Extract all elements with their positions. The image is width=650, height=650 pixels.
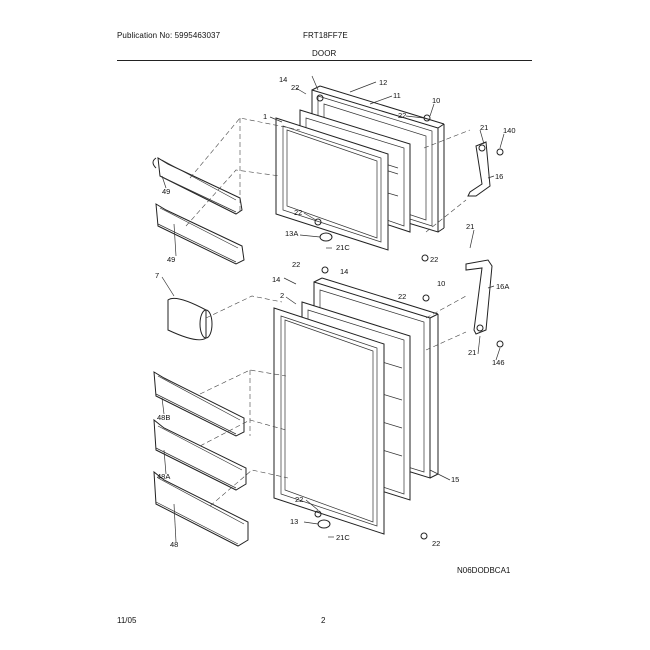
callout-48: 48	[170, 540, 178, 549]
callout-13: 13	[290, 517, 298, 526]
callout-22-mid-left: 22	[294, 208, 302, 217]
hinge-16a	[465, 259, 493, 335]
callout-146: 146	[492, 358, 505, 367]
callout-16: 16	[495, 172, 503, 181]
callout-22-lower-right: 22	[398, 292, 406, 301]
assembly-dash-lines	[185, 117, 471, 507]
header-rule	[117, 60, 532, 61]
callout-22-top: 22	[291, 83, 299, 92]
callout-13a: 13A	[285, 229, 298, 238]
page-number: 2	[321, 616, 326, 625]
callout-15: 15	[451, 475, 459, 484]
callout-48a: 48A	[157, 472, 170, 481]
callout-22-upper-right: 22	[398, 111, 406, 120]
callout-21-mid: 21	[466, 222, 474, 231]
callout-21-lower: 21	[468, 348, 476, 357]
print-date: 11/05	[117, 616, 137, 625]
callout-22-bottom-right: 22	[432, 539, 440, 548]
callout-22-lower-top: 22	[292, 260, 300, 269]
callout-21c-lower: 21C	[336, 533, 350, 542]
model-number: FRT18FF7E	[303, 31, 348, 40]
fresh-food-door-gasket	[273, 307, 385, 535]
bin-48	[153, 470, 249, 547]
callout-leaders	[161, 75, 505, 543]
callout-12: 12	[379, 78, 387, 87]
callout-10-lower: 10	[437, 279, 445, 288]
callout-14-lower: 14	[340, 267, 348, 276]
callout-11: 11	[393, 91, 401, 100]
callout-140: 140	[503, 126, 516, 135]
callout-16a: 16A	[496, 282, 509, 291]
callout-labels: 1 22 14 12 11 10 22 21 140 16 22 13A 21C…	[155, 75, 516, 549]
callout-49-lower: 49	[167, 255, 175, 264]
callout-21-upper: 21	[480, 123, 488, 132]
callout-1: 1	[263, 112, 267, 121]
callout-22-bottom-left: 22	[295, 495, 303, 504]
callout-48b: 48B	[157, 413, 170, 422]
callout-14-left: 14	[272, 275, 280, 284]
diagram-code: N06DODBCA1	[457, 566, 511, 575]
callout-22-mid-right: 22	[430, 255, 438, 264]
section-title: DOOR	[312, 49, 337, 58]
callout-21c-upper: 21C	[336, 243, 350, 252]
dairy-cover-7	[167, 297, 213, 341]
shelf-49-upper	[152, 157, 243, 215]
bin-48b	[153, 371, 245, 437]
callout-10-upper: 10	[432, 96, 440, 105]
callout-7: 7	[155, 271, 159, 280]
callout-49-upper: 49	[162, 187, 170, 196]
freezer-door-gasket	[275, 117, 389, 251]
hinge-pins	[496, 148, 504, 348]
publication-number: Publication No: 5995463037	[117, 31, 221, 40]
hinge-16	[467, 141, 491, 197]
bin-48a	[153, 418, 247, 491]
callout-2: 2	[280, 291, 284, 300]
shelf-49-lower	[155, 203, 245, 265]
callout-14-top: 14	[279, 75, 287, 84]
